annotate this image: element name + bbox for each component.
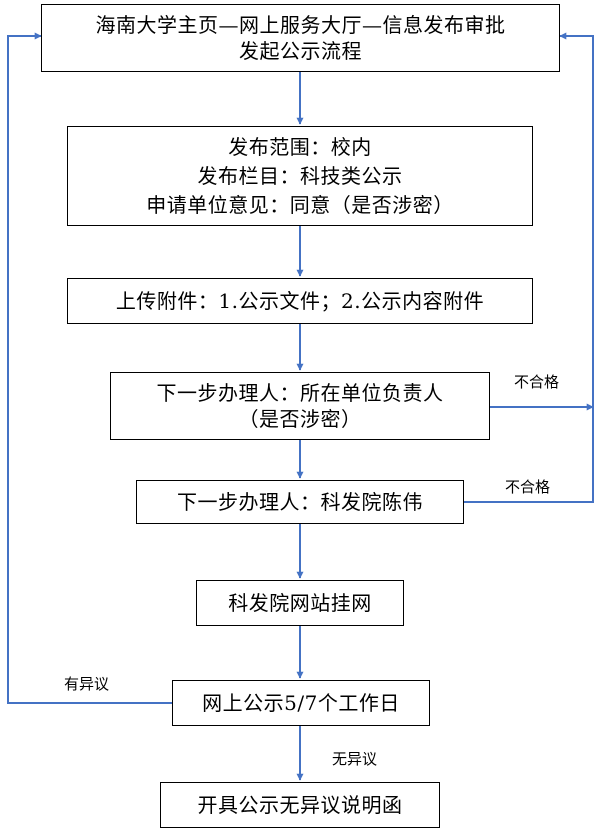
arrow-chen-unqualified-return — [464, 32, 594, 503]
chen-text: 下一步办理人：科发院陈伟 — [177, 490, 423, 514]
label-unqualified-2: 不合格 — [505, 478, 551, 496]
certificate-text: 开具公示无异议说明函 — [197, 793, 403, 817]
unit-head-line-2: （是否涉密） — [238, 407, 362, 431]
label-no-objection: 无异议 — [332, 750, 378, 768]
scope-line-2: 发布栏目：科技类公示 — [197, 163, 403, 188]
certificate-box: 开具公示无异议说明函 — [160, 782, 440, 828]
start-line-2: 发起公示流程 — [239, 39, 362, 63]
publicity-text: 网上公示5/7个工作日 — [202, 691, 400, 715]
publicity-box: 网上公示5/7个工作日 — [172, 680, 430, 726]
chen-box: 下一步办理人：科发院陈伟 — [136, 480, 464, 524]
scope-line-1: 发布范围：校内 — [228, 134, 372, 159]
website-box: 科发院网站挂网 — [196, 580, 404, 626]
upload-box: 上传附件：1.公示文件；2.公示内容附件 — [67, 278, 533, 324]
label-objection: 有异议 — [64, 675, 110, 693]
unit-head-line-1: 下一步办理人：所在单位负责人 — [156, 381, 444, 405]
arrow-objection-return — [7, 32, 172, 704]
website-text: 科发院网站挂网 — [228, 591, 372, 615]
start-line-1: 海南大学主页—网上服务大厅—信息发布审批 — [95, 13, 506, 37]
label-unqualified-1: 不合格 — [514, 373, 560, 391]
scope-box: 发布范围：校内 发布栏目：科技类公示 申请单位意见：同意（是否涉密） — [67, 126, 533, 226]
start-box: 海南大学主页—网上服务大厅—信息发布审批 发起公示流程 — [41, 4, 560, 72]
upload-text: 上传附件：1.公示文件；2.公示内容附件 — [115, 289, 485, 313]
scope-line-3: 申请单位意见：同意（是否涉密） — [146, 192, 454, 217]
unit-head-box: 下一步办理人：所在单位负责人 （是否涉密） — [110, 372, 490, 440]
